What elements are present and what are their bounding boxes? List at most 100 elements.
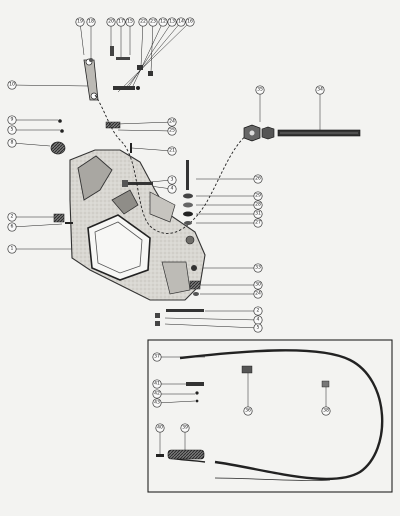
callout-c2: 2 bbox=[7, 212, 17, 222]
leader-line-c6 bbox=[11, 223, 63, 228]
callout-c43: 43 bbox=[152, 398, 162, 408]
callout-c41: 41 bbox=[152, 379, 162, 389]
leader-line-c43 bbox=[156, 400, 196, 404]
leader-line-c14 bbox=[123, 21, 182, 91]
callout-number: 4 bbox=[171, 186, 174, 192]
callout-number: 37 bbox=[154, 354, 160, 360]
callout-number: 29 bbox=[255, 193, 261, 199]
callout-number: 40 bbox=[157, 425, 163, 431]
callout-number: 10 bbox=[9, 82, 15, 88]
callout-number: 19 bbox=[77, 19, 83, 25]
callout-c14: 14 bbox=[176, 17, 186, 27]
leader-line-c23 bbox=[150, 21, 154, 73]
callout-c25: 25 bbox=[167, 126, 177, 136]
callout-number: 34 bbox=[317, 87, 323, 93]
callout-number: 24 bbox=[169, 119, 175, 125]
wear-pads bbox=[105, 121, 132, 153]
callout-number: 2 bbox=[11, 214, 14, 220]
callout-c16: 16 bbox=[185, 17, 195, 27]
leader-line-c12 bbox=[131, 21, 164, 89]
callout-number: 2 bbox=[257, 308, 260, 314]
callout-number: 23 bbox=[150, 19, 156, 25]
callout-number: 6 bbox=[11, 224, 14, 230]
callout-c1: 1 bbox=[7, 244, 17, 254]
leader-line-c5b bbox=[164, 323, 259, 329]
callout-c39: 39 bbox=[180, 423, 190, 433]
callout-c33: 33 bbox=[253, 263, 263, 273]
callout-c17: 17 bbox=[116, 17, 126, 27]
callout-number: 31 bbox=[255, 211, 261, 217]
callout-number: 24 bbox=[255, 291, 261, 297]
stud-washers bbox=[183, 160, 193, 225]
callout-c28: 28 bbox=[253, 200, 263, 210]
callout-c19: 19 bbox=[75, 17, 85, 27]
callout-number: 39 bbox=[182, 425, 188, 431]
callout-c29: 29 bbox=[253, 191, 263, 201]
callout-c4: 4 bbox=[167, 184, 177, 194]
lower-hardware bbox=[155, 265, 204, 326]
callout-number: 43 bbox=[154, 400, 160, 406]
cable-kit-frame bbox=[147, 339, 393, 493]
callout-c37: 37 bbox=[152, 352, 162, 362]
callout-c24: 24 bbox=[167, 117, 177, 127]
leader-line-c10 bbox=[11, 84, 89, 87]
callout-number: 22 bbox=[140, 19, 146, 25]
callout-number: 5 bbox=[257, 325, 260, 331]
callout-number: 1 bbox=[11, 246, 14, 252]
callout-c36: 36 bbox=[243, 406, 253, 416]
callout-c4b: 4 bbox=[253, 315, 263, 325]
callout-number: 42 bbox=[154, 391, 160, 397]
tilt-tube bbox=[243, 124, 361, 142]
callout-number: 36 bbox=[245, 408, 251, 414]
bolt-3-4 bbox=[122, 180, 153, 187]
callout-number: 33 bbox=[255, 265, 261, 271]
callout-c22: 22 bbox=[138, 17, 148, 27]
callout-c10: 10 bbox=[7, 80, 17, 90]
callout-number: 35 bbox=[257, 87, 263, 93]
callout-c8: 8 bbox=[7, 138, 17, 148]
callout-number: 8 bbox=[11, 140, 14, 146]
callout-c27: 27 bbox=[253, 218, 263, 228]
callout-number: 3 bbox=[171, 177, 174, 183]
callout-number: 9 bbox=[11, 117, 14, 123]
callout-number: 17 bbox=[118, 19, 124, 25]
callout-c3: 3 bbox=[167, 175, 177, 185]
leader-line-c25 bbox=[117, 129, 173, 132]
callout-c34: 34 bbox=[315, 85, 325, 95]
callout-c5: 5 bbox=[7, 125, 17, 135]
steering-cable bbox=[156, 349, 384, 481]
callout-c40: 40 bbox=[155, 423, 165, 433]
leader-line-c8 bbox=[11, 142, 51, 147]
callout-number: 14 bbox=[178, 19, 184, 25]
callout-number: 25 bbox=[169, 128, 175, 134]
callout-number: 41 bbox=[154, 381, 160, 387]
callout-c23: 23 bbox=[148, 17, 158, 27]
tilt-lever-arm bbox=[83, 58, 99, 101]
callout-number: 27 bbox=[255, 220, 261, 226]
swivel-bracket-casting bbox=[69, 149, 206, 301]
leader-line-c21 bbox=[131, 147, 173, 152]
callout-c2b: 2 bbox=[253, 306, 263, 316]
leader-line-c22 bbox=[140, 21, 144, 67]
leader-line-c13 bbox=[127, 21, 173, 89]
callout-c24b: 24 bbox=[253, 289, 263, 299]
leader-line-c19 bbox=[79, 21, 85, 56]
callout-c20: 20 bbox=[106, 17, 116, 27]
callout-number: 16 bbox=[187, 19, 193, 25]
callout-number: 26 bbox=[255, 176, 261, 182]
callout-number: 15 bbox=[127, 19, 133, 25]
callout-c12: 12 bbox=[158, 17, 168, 27]
callout-number: 18 bbox=[88, 19, 94, 25]
callout-c35: 35 bbox=[255, 85, 265, 95]
callout-number: 30 bbox=[255, 282, 261, 288]
callout-c42: 42 bbox=[152, 389, 162, 399]
callout-c6: 6 bbox=[7, 222, 17, 232]
callout-c38: 38 bbox=[321, 406, 331, 416]
callout-c21: 21 bbox=[167, 146, 177, 156]
callout-c5b: 5 bbox=[253, 323, 263, 333]
callout-c15: 15 bbox=[125, 17, 135, 27]
callout-number: 4 bbox=[257, 317, 260, 323]
left-hardware bbox=[50, 119, 73, 224]
callout-number: 38 bbox=[323, 408, 329, 414]
